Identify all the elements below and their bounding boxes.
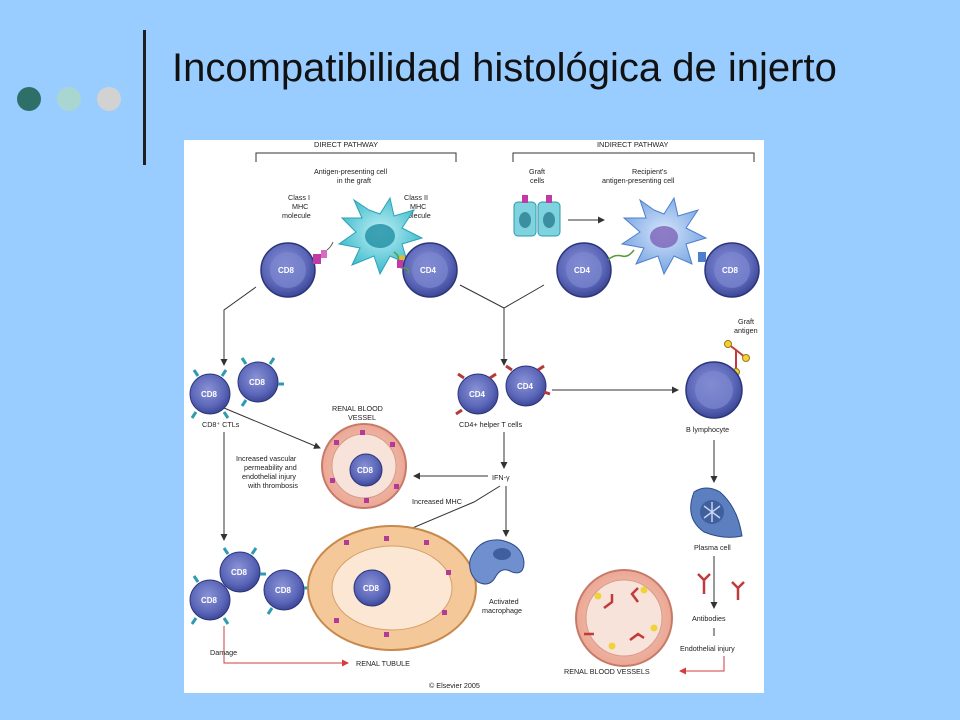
merge-lines (459, 284, 545, 309)
plasma-cell-label: Plasma cell (694, 543, 731, 552)
antibodies-label: Antibodies (692, 614, 726, 623)
lower-cd8-text-1: CD8 (201, 596, 218, 605)
decorative-dot-dark (17, 87, 41, 111)
immunology-figure: DIRECT PATHWAY INDIRECT PATHWAY Antigen-… (184, 140, 764, 693)
figure-diagram: DIRECT PATHWAY INDIRECT PATHWAY Antigen-… (189, 140, 760, 690)
ctl-cell-2: CD8 (237, 357, 284, 407)
class2-label-2: MHC (410, 202, 426, 211)
macrophage-label-2: macrophage (482, 606, 522, 615)
antibodies-icon (697, 573, 745, 600)
direct-bracket (255, 152, 457, 162)
activated-macrophage (469, 539, 525, 585)
renal-vessel-label-2: VESSEL (348, 413, 376, 422)
graft-antigen-label-2: antigen (734, 326, 758, 335)
recipient-apc-label-1: Recipient's (632, 167, 667, 176)
helper-label: CD4+ helper T cells (459, 420, 522, 429)
lower-cd8-cell-3: CD8 (263, 569, 310, 615)
renal-vessel-center: CD8 (321, 423, 407, 509)
macrophage-label-1: Activated (489, 597, 519, 606)
lower-cd8-cell-2: CD8 (219, 547, 266, 593)
direct-cd4-cell: CD4 (402, 242, 458, 298)
helper-cell-2: CD4 (505, 364, 551, 407)
tubule-cd8-text: CD8 (363, 584, 380, 593)
graft-cells (513, 195, 561, 237)
renal-tubule: CD8 (307, 525, 477, 651)
direct-to-ctl-arrow (220, 286, 257, 366)
permeability-label-2: permeability and (244, 463, 297, 472)
ctl-to-vessel-arrow (223, 407, 321, 449)
plasma-cell (690, 487, 743, 538)
decorative-dot-light (97, 87, 121, 111)
indirect-mhc1 (698, 252, 706, 262)
lower-cd8-text-2: CD8 (231, 568, 248, 577)
endothelial-arrow (679, 656, 725, 675)
lower-cd8-text-3: CD8 (275, 586, 292, 595)
graft-cells-label-2: cells (530, 176, 545, 185)
indirect-bracket (512, 152, 755, 162)
increased-mhc-label: Increased MHC (412, 497, 462, 506)
helper-cell-1: CD4 (455, 372, 499, 416)
helper-cd4-text-1: CD4 (469, 390, 486, 399)
b-lymphocyte-label: B lymphocyte (686, 425, 729, 434)
slide-title: Incompatibilidad histológica de injerto (172, 46, 837, 90)
b-lymphocyte-cell (685, 361, 743, 419)
class2-label-1: Class II (404, 193, 428, 202)
permeability-label-4: with thrombosis (247, 481, 298, 490)
renal-tubule-label: RENAL TUBULE (356, 659, 410, 668)
damage-arrow (223, 626, 349, 667)
indirect-cd4-text: CD4 (574, 266, 591, 275)
mhc1-link (313, 241, 334, 264)
permeability-label-1: Increased vascular (236, 454, 297, 463)
mhc2-link (393, 251, 410, 275)
graft-apc-cell (337, 196, 424, 276)
class1-label-1: Class I (288, 193, 310, 202)
ifn-label: IFN-γ (492, 473, 510, 482)
indirect-mhc2-link (607, 249, 635, 261)
endothelial-injury-label: Endothelial injury (680, 644, 735, 653)
indirect-cd4-cell: CD4 (556, 242, 612, 298)
helper-cd4-text-2: CD4 (517, 382, 534, 391)
copyright-label: © Elsevier 2005 (429, 681, 480, 690)
graft-cells-label-1: Graft (529, 167, 545, 176)
renal-vessel-label-1: RENAL BLOOD (332, 404, 383, 413)
direct-cd8-text: CD8 (278, 266, 295, 275)
indirect-cd8-text: CD8 (722, 266, 739, 275)
indirect-cd8-cell: CD8 (704, 242, 760, 298)
class1-label-3: molecule (282, 211, 311, 220)
recipient-apc-label-2: antigen-presenting cell (602, 176, 675, 185)
permeability-label-3: endothelial injury (242, 472, 296, 481)
graft-antigen-label-1: Graft (738, 317, 754, 326)
apc-graft-label-1: Antigen-presenting cell (314, 167, 388, 176)
direct-cd8-cell: CD8 (260, 242, 316, 298)
title-divider (143, 30, 146, 165)
renal-vessels-right (575, 569, 673, 667)
apc-graft-label-2: in the graft (337, 176, 371, 185)
direct-cd4-text: CD4 (420, 266, 437, 275)
ctl-cd8-text-1: CD8 (201, 390, 218, 399)
class2-label-3: molecule (402, 211, 431, 220)
ctl-label: CD8⁺ CTLs (202, 420, 240, 429)
renal-vessels-label: RENAL BLOOD VESSELS (564, 667, 650, 676)
direct-pathway-label: DIRECT PATHWAY (314, 140, 378, 149)
damage-label: Damage (210, 648, 237, 657)
vessel-cd8-text: CD8 (357, 466, 374, 475)
indirect-pathway-label: INDIRECT PATHWAY (597, 140, 669, 149)
class1-label-2: MHC (292, 202, 308, 211)
ctl-cd8-text-2: CD8 (249, 378, 266, 387)
ctl-cell-1: CD8 (189, 369, 231, 419)
lower-cd8-cell-1: CD8 (189, 575, 231, 625)
recipient-apc-cell (620, 196, 708, 276)
decorative-dot-mid (57, 87, 81, 111)
